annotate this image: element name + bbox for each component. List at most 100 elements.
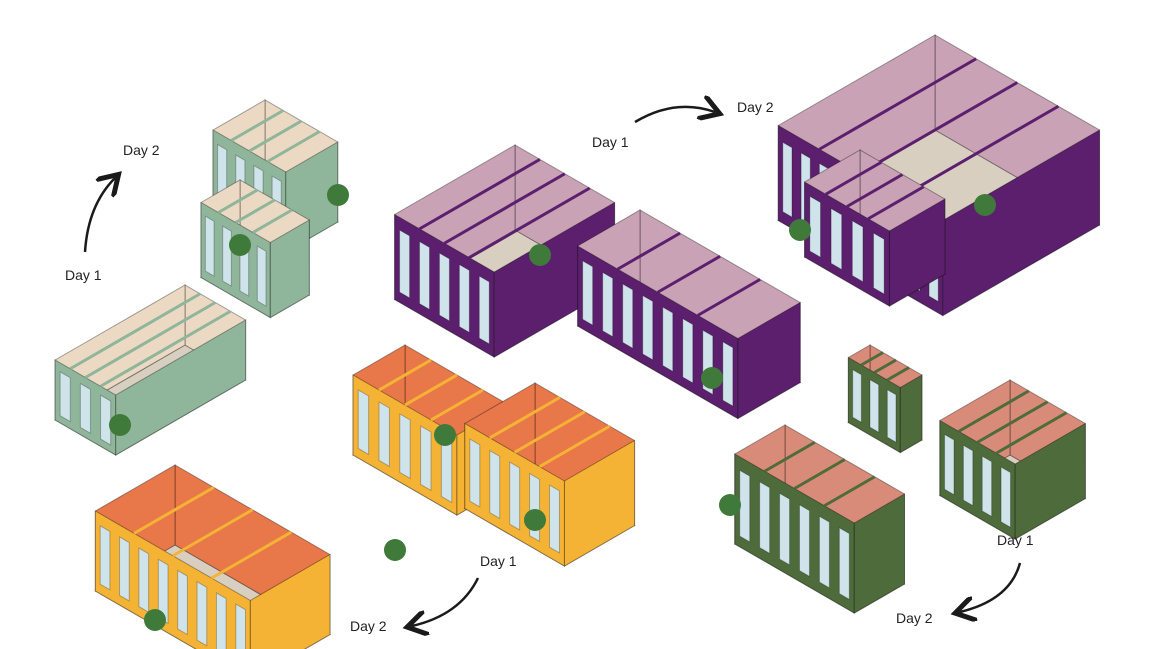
roof-beam [995, 411, 1068, 455]
window-panel [138, 547, 150, 614]
roof-beam [69, 292, 201, 371]
window-panel [782, 141, 793, 218]
front-wall-right [899, 374, 923, 454]
front-wall-right [888, 198, 946, 307]
roof-beam [234, 198, 276, 224]
roof-beam [825, 160, 882, 196]
plant-icon [144, 609, 166, 631]
roof-beam [859, 81, 1019, 175]
roof-beam [210, 530, 293, 580]
label-yellow-day1: Day 1 [480, 553, 517, 569]
window-panel [478, 275, 490, 345]
purple-pod-day1-a [393, 144, 616, 358]
roof-beam [793, 458, 846, 490]
window-panel [602, 271, 614, 338]
front-wall-right [269, 219, 310, 319]
window-panel [458, 263, 470, 334]
window-panel [256, 245, 267, 307]
window-panel [529, 472, 541, 543]
roof-beam [657, 254, 721, 294]
window-panel [196, 580, 208, 647]
front-wall-right [563, 439, 636, 567]
green-pod-day2-front [200, 179, 311, 319]
window-panel [419, 240, 430, 311]
window-panel [59, 371, 71, 423]
yellow-pod-day1-b [463, 382, 636, 567]
green-pod-day1 [54, 284, 247, 456]
roof-beam [418, 158, 541, 231]
roof-beam [468, 186, 591, 259]
label-yellow-day2: Day 2 [350, 618, 387, 634]
roof-beam [266, 130, 321, 163]
roof-beam [84, 301, 217, 379]
roof-beam [489, 396, 561, 440]
front-wall-right [115, 319, 247, 456]
purple-pod-day1-b [576, 209, 802, 420]
window-panel [944, 433, 955, 496]
window-panel [830, 207, 843, 271]
plant-icon [229, 234, 251, 256]
roof-beam [823, 475, 876, 508]
roof-beam [443, 172, 566, 245]
front-wall-right [853, 493, 906, 614]
roof-beam [133, 486, 215, 535]
front-wall-right [1014, 422, 1086, 540]
plant-icon [524, 509, 546, 531]
label-green-small-day1: Day 1 [65, 267, 102, 283]
roof-beam [957, 389, 1030, 433]
roof-beam [860, 351, 884, 367]
window-panel [177, 569, 188, 636]
window-panel [873, 232, 885, 295]
window-panel [642, 294, 654, 361]
roof-beam [976, 400, 1049, 444]
roof-beam [900, 104, 1060, 199]
arrow-purple-day1-to-day2 [634, 107, 715, 124]
window-panel [204, 215, 215, 277]
darkgreen-pod-day1-a [847, 344, 923, 454]
window-panel [818, 515, 830, 589]
window-panel [489, 449, 501, 520]
plant-icon [701, 367, 723, 389]
darkgreen-pod-day2 [733, 424, 906, 614]
window-panel [119, 536, 130, 602]
window-panel [378, 401, 390, 468]
window-panel [779, 492, 791, 566]
purple-pod-day2-b [803, 149, 946, 307]
window-panel [235, 603, 246, 649]
label-purple-day2: Day 2 [737, 99, 774, 115]
roof-beam [846, 173, 904, 208]
roof-beam [616, 231, 681, 271]
arrow-green-day1-to-day2 [83, 178, 115, 253]
label-green-small-day2: Day 2 [123, 142, 160, 158]
roof-beam [404, 373, 458, 407]
plant-icon [327, 184, 349, 206]
plant-icon [789, 219, 811, 241]
plant-icon [719, 494, 741, 516]
window-panel [1000, 466, 1011, 529]
window-panel [886, 388, 897, 444]
window-panel [682, 317, 694, 384]
roof-beam [538, 424, 611, 468]
window-panel [622, 283, 634, 350]
roof-beam [867, 185, 925, 221]
roof-beam [873, 358, 897, 374]
window-panel [357, 389, 370, 456]
window-panel [79, 382, 91, 435]
roof-beam [763, 440, 816, 473]
window-panel [799, 504, 810, 578]
window-panel [469, 438, 481, 508]
roof-beam [697, 278, 761, 317]
window-panel [509, 461, 521, 531]
roof-beam [886, 366, 910, 382]
window-panel [851, 219, 864, 283]
roof-beam [430, 388, 484, 422]
window-panel [722, 340, 734, 407]
roof-beam [513, 410, 586, 454]
roof-beam [217, 188, 259, 214]
window-panel [582, 260, 594, 326]
window-panel [222, 225, 232, 287]
darkgreen-pod-day1-b [938, 379, 1087, 540]
window-panel [420, 425, 432, 492]
window-panel [399, 413, 411, 480]
